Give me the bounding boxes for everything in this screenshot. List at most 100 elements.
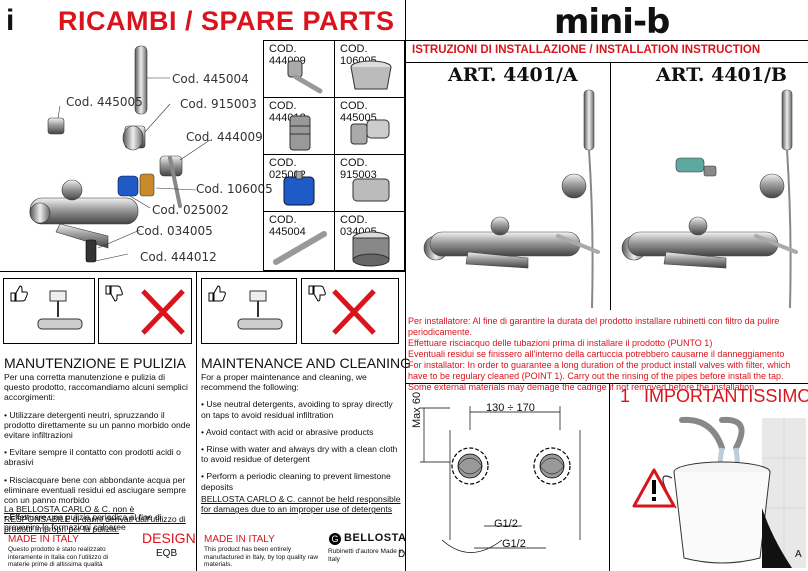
right-lower-divider (609, 383, 610, 571)
maintenance-item-en: • Rinse with water and always dry with a… (201, 444, 398, 465)
thumbs-down-icon (308, 285, 326, 302)
left-horizontal-divider (0, 271, 405, 272)
panel-thumb-down (98, 278, 192, 344)
important-number: 1 (620, 386, 631, 406)
valve-part-icon (289, 115, 311, 151)
cross-icon (332, 289, 376, 335)
install-note: Effettuare risciacquo delle tubazioni pr… (408, 338, 713, 348)
spare-parts-title: RICAMBI / SPARE PARTS (58, 6, 395, 36)
thread-label-1: G1/2 (494, 518, 518, 530)
maintenance-body-en: For a proper maintenance and cleaning, w… (201, 372, 399, 499)
product-render-a (423, 89, 600, 308)
maintenance-body-it: Per una corretta manutenzione e pulizia … (4, 372, 192, 540)
callout-445005: Cod. 445005 (66, 95, 143, 109)
maintenance-intro-it: Per una corretta manutenzione e pulizia … (4, 372, 188, 403)
part-code: COD. 445005 (340, 100, 377, 124)
part-cell-915003: COD. 915003 (334, 154, 405, 212)
brand-logo: mini-b (554, 2, 670, 42)
disclaimer-en: BELLOSTA CARLO & C. cannot be held respo… (201, 494, 401, 515)
install-note: Eventuali residui se finissero all'inter… (408, 349, 785, 359)
design-sub: EQB (156, 548, 178, 559)
cartridge-part-icon (283, 171, 315, 206)
connector-part-icon (352, 178, 390, 202)
maintenance-item-it: • Utilizzare detergenti neutri, spruzzan… (4, 409, 191, 441)
callout-025002: Cod. 025002 (152, 203, 229, 217)
dim-max-label: Max 60 (411, 391, 423, 428)
bellosta-brand: BELLOSTA (344, 532, 407, 544)
part-cell-445004: COD. 445004 (263, 211, 335, 271)
disclaimer-it: La BELLOSTA CARLO & C. non è RESPONSABIL… (4, 504, 186, 535)
page-letter-right: A (795, 549, 802, 560)
thumbs-up-icon (208, 285, 226, 302)
design-label: DESIGN (142, 530, 196, 546)
faucet-clean-icon (37, 290, 83, 330)
panel-thumb-up (3, 278, 95, 344)
bellosta-sub: Rubinetti d'autore Made in Italy (328, 548, 404, 563)
part-cell-025002: COD. 025002 (263, 154, 335, 212)
aerator-part-icon (352, 231, 390, 267)
bellosta-logo-icon: G (329, 533, 341, 545)
article-a-title: ART. 4401/A (448, 64, 578, 86)
maintenance-intro-en: For a proper maintenance and cleaning, w… (201, 372, 367, 393)
part-cell-445005: COD. 445005 (334, 97, 405, 155)
dimension-diagram (420, 406, 581, 553)
callout-444012: Cod. 444012 (140, 250, 217, 264)
install-note: Some external materials may demage the c… (408, 382, 757, 392)
install-note: For installator: In order to guarantee a… (408, 360, 791, 381)
panel-thumb-up (201, 278, 297, 344)
maintenance-item-en: • Perform a periodic cleaning to prevent… (201, 471, 391, 492)
maintenance-item-it: • Effettuare una pulizia periodica al fi… (4, 512, 162, 533)
maintenance-item-en: • Avoid contact with acid or abrasive pr… (201, 426, 374, 437)
maintenance-item-en: • Use neutral detergents, avoiding to sp… (201, 399, 393, 420)
callout-444009: Cod. 444009 (186, 130, 263, 144)
part-cell-444009: COD. 444009 (263, 40, 335, 98)
spare-parts-grid: COD. 444009 COD. 106005 COD. 444012 COD.… (263, 40, 405, 271)
part-cell-106005: COD. 106005 (334, 40, 405, 98)
thumbs-down-icon (105, 285, 123, 302)
made-in-italy-text-it: Questo prodotto è stato realizzato inter… (8, 546, 109, 568)
callout-106005: Cod. 106005 (196, 182, 273, 196)
right-notes-line (406, 383, 808, 384)
ring-part-icon (350, 60, 392, 90)
maintenance-title-it: MANUTENZIONE E PULIZIA (4, 355, 187, 371)
callout-034005: Cod. 034005 (136, 224, 213, 238)
cross-icon (141, 289, 185, 335)
install-notes: Per installatore: Al fine di garantire l… (408, 316, 806, 393)
article-b-title: ART. 4401/B (656, 64, 787, 86)
dim-range-label: 130 ÷ 170 (486, 402, 535, 414)
thread-label-2: G1/2 (502, 538, 526, 550)
callout-915003: Cod. 915003 (180, 97, 257, 111)
hand-shower-part-icon (273, 231, 327, 265)
made-in-italy-it: MADE IN ITALY (8, 534, 79, 545)
left-lower-divider (196, 271, 197, 571)
svg-text:G: G (331, 534, 338, 544)
maintenance-title-en: MAINTENANCE AND CLEANING (201, 355, 412, 371)
maintenance-item-it: • Evitare sempre il contatto con prodott… (4, 447, 181, 468)
made-in-italy-en: MADE IN ITALY (204, 534, 275, 545)
info-icon: i (6, 4, 15, 37)
bracket-part-icon (350, 119, 390, 145)
part-cell-444012: COD. 444012 (263, 97, 335, 155)
important-label: IMPORTANTISSIMO (644, 386, 808, 406)
bucket-illustration (632, 416, 806, 568)
part-cell-034005: COD. 034005 (334, 211, 405, 271)
install-note: Per installatore: Al fine di garantire l… (408, 316, 780, 337)
center-divider (405, 0, 406, 571)
thumbs-up-icon (10, 285, 28, 302)
maintenance-illustration-en (199, 278, 403, 348)
maintenance-item-it: • Risciacquare bene con abbondante acqua… (4, 474, 186, 506)
installation-title: ISTRUZIONI DI INSTALLAZIONE / INSTALLATI… (412, 44, 761, 56)
product-render-b (621, 89, 798, 308)
callout-445004: Cod. 445004 (172, 72, 249, 86)
right-art-line (406, 62, 808, 63)
panel-thumb-down (301, 278, 399, 344)
made-in-italy-text-en: This product has been entirely manufactu… (204, 546, 319, 568)
faucet-clean-icon (237, 290, 283, 330)
handle-part-icon (287, 60, 323, 94)
exploded-view-drawing (29, 45, 211, 263)
maintenance-illustration-it (0, 278, 196, 348)
part-code: COD. 445004 (269, 214, 306, 238)
page-letter-left: D (398, 549, 406, 560)
right-art-divider (610, 62, 611, 310)
right-header-line (406, 40, 808, 41)
